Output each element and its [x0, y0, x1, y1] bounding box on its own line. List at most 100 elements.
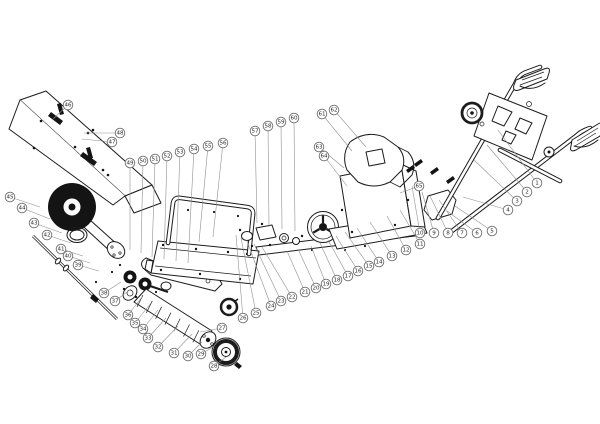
callout-number: 9 [432, 230, 436, 236]
spindle-parts [110, 263, 172, 293]
callout-8: 8 [429, 195, 454, 239]
callout-52: 52 [161, 150, 173, 260]
callout-number: 21 [301, 289, 309, 295]
callout-number: 33 [144, 335, 152, 341]
callout-number: 42 [43, 232, 50, 238]
callout-51: 51 [149, 153, 161, 258]
leader-line [344, 231, 370, 267]
callout-54: 54 [187, 143, 200, 264]
callout-49: 49 [124, 157, 136, 250]
callout-number: 46 [64, 102, 72, 108]
callout-26: 26 [235, 234, 249, 324]
callout-46: 46 [52, 99, 74, 120]
callout-20: 20 [297, 248, 322, 294]
callout-number: 43 [30, 220, 38, 226]
leader-line [246, 240, 272, 307]
callout-32: 32 [152, 325, 179, 353]
callout-55: 55 [198, 140, 214, 243]
callout-circle [400, 244, 412, 256]
callout-39: 39 [72, 259, 100, 272]
tension-rod [32, 235, 118, 320]
callout-number: 23 [277, 298, 285, 304]
callout-number: 36 [124, 312, 132, 318]
callout-25: 25 [240, 237, 262, 319]
callout-number: 35 [131, 320, 139, 326]
callout-circle [4, 191, 16, 203]
callout-circle [299, 286, 311, 298]
callout-circle [182, 350, 194, 362]
callout-number: 17 [344, 273, 352, 279]
callout-number: 3 [515, 198, 519, 204]
callout-18: 18 [319, 242, 343, 286]
leader-line [486, 144, 528, 193]
callout-number: 50 [139, 158, 147, 164]
leader-line [280, 121, 283, 230]
callout-circle [16, 202, 28, 214]
fasteners [94, 208, 367, 294]
callout-1: 1 [497, 129, 543, 189]
callout-number: 29 [197, 351, 205, 357]
callout-36: 36 [122, 296, 143, 321]
callout-number: 47 [108, 139, 116, 145]
callout-circle [328, 104, 340, 116]
callout-35: 35 [129, 302, 152, 329]
panel-bracket [80, 152, 97, 166]
deflector-panel-assembly [8, 90, 162, 214]
callout-circle [286, 291, 298, 303]
callout-circle [456, 227, 468, 239]
callout-circle [188, 143, 200, 155]
callout-circle [217, 137, 229, 149]
callout-31: 31 [168, 333, 193, 359]
callout-circle [41, 229, 53, 241]
callout-60: 60 [288, 112, 300, 232]
leader-line [267, 125, 270, 228]
callout-number: 28 [210, 363, 218, 369]
leader-line [286, 250, 306, 293]
callout-number: 18 [333, 277, 341, 283]
callout-number: 15 [365, 263, 373, 269]
hand-grip-left [513, 67, 550, 91]
callout-61: 61 [316, 108, 353, 152]
callout-circle [137, 155, 149, 167]
callout-circle [142, 332, 154, 344]
leader-line [327, 239, 349, 277]
leader-line [411, 185, 421, 234]
callout-circle [511, 195, 523, 207]
callout-circle [55, 243, 67, 255]
callout-circle [521, 186, 533, 198]
callout-circle [216, 322, 228, 334]
axle-bolt [234, 362, 242, 369]
callout-number: 7 [460, 230, 464, 236]
console-panel [473, 92, 548, 161]
callout-21: 21 [286, 250, 311, 298]
callout-circle [208, 360, 220, 372]
callout-9: 9 [421, 191, 440, 239]
callout-number: 2 [525, 189, 529, 195]
callout-circle [428, 227, 440, 239]
callout-47: 47 [81, 136, 118, 148]
leader-line [253, 243, 282, 302]
callout-number: 13 [388, 253, 396, 259]
leader-line [421, 191, 435, 234]
callout-circle [137, 323, 149, 335]
callout-circle [363, 260, 375, 272]
leader-line [321, 113, 353, 152]
callout-number: 32 [154, 344, 161, 350]
callout-24: 24 [246, 240, 277, 312]
callout-44: 44 [16, 202, 51, 220]
callout-30: 30 [182, 341, 203, 362]
leader-line [462, 196, 509, 211]
callout-number: 26 [239, 315, 247, 321]
leader-line [318, 146, 345, 169]
callout-62: 62 [328, 104, 367, 148]
callout-number: 60 [290, 115, 298, 121]
leader-line [497, 129, 538, 184]
callout-circle [313, 141, 325, 153]
roller-assembly [122, 285, 242, 369]
callout-circle [122, 309, 134, 321]
leader-line [429, 195, 449, 234]
callout-23: 23 [253, 243, 287, 307]
frame-loop-handle [165, 195, 256, 257]
callout-circle [342, 270, 354, 282]
callout-number: 41 [57, 246, 65, 252]
